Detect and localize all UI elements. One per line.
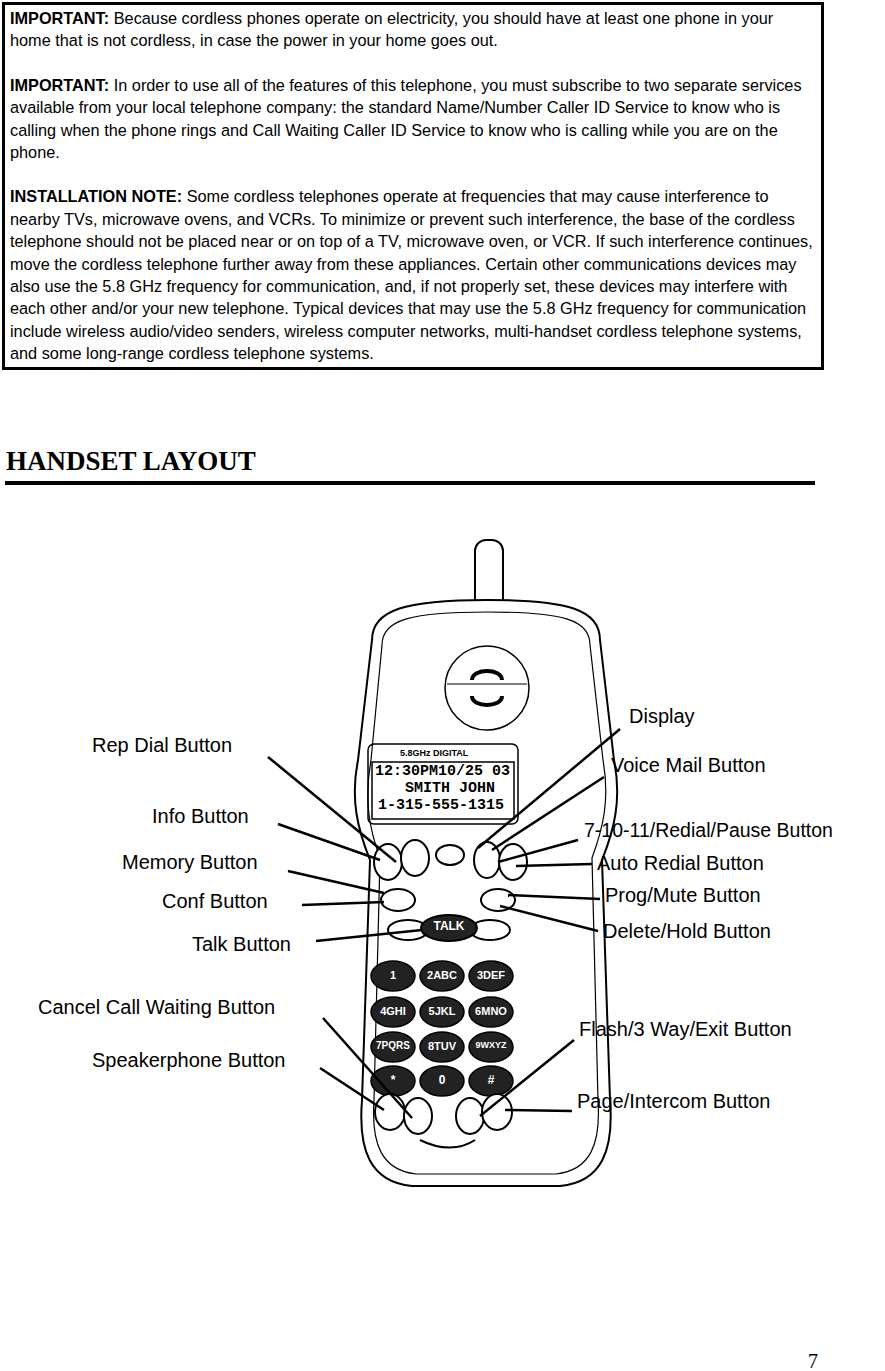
notice-paragraph: INSTALLATION NOTE: Some cordless telepho… <box>10 185 816 364</box>
key-legend: 2ABC <box>427 969 457 982</box>
key-legend: 3DEF <box>477 969 505 982</box>
notice-text: In order to use all of the features of t… <box>10 76 802 161</box>
callout-label: Delete/Hold Button <box>603 920 771 943</box>
display-line: SMITH JOHN <box>405 780 495 797</box>
callout-label: Flash/3 Way/Exit Button <box>579 1018 792 1041</box>
talk-key-legend: TALK <box>433 920 464 934</box>
keypad-keys <box>371 961 513 1096</box>
key-legend: 5JKL <box>429 1005 456 1018</box>
notice-heading: IMPORTANT: <box>10 9 109 27</box>
notice-heading: INSTALLATION NOTE: <box>10 187 182 205</box>
notice-paragraph: IMPORTANT: Because cordless phones opera… <box>10 7 816 52</box>
callout-label: Memory Button <box>122 851 258 874</box>
callout-label: Speakerphone Button <box>92 1049 286 1072</box>
key-legend: 8TUV <box>428 1040 456 1053</box>
callout-label: Page/Intercom Button <box>577 1090 770 1113</box>
section-heading: HANDSET LAYOUT <box>6 446 256 477</box>
notice-box: IMPORTANT: Because cordless phones opera… <box>2 2 824 370</box>
key-legend: 1 <box>390 969 396 982</box>
key-legend: * <box>391 1074 396 1088</box>
bottom-buttons <box>375 1094 512 1148</box>
notice-text: Because cordless phones operate on elect… <box>10 9 773 49</box>
heading-rule <box>5 481 815 485</box>
callout-label: Display <box>629 705 695 728</box>
handset-outline <box>355 540 617 1186</box>
display-brand: 5.8GHz DIGITAL <box>400 748 468 758</box>
callout-label: Talk Button <box>192 933 291 956</box>
page-number: 7 <box>808 1350 818 1371</box>
callout-label: Conf Button <box>162 890 268 913</box>
callout-label: Info Button <box>152 805 249 828</box>
leader-lines <box>268 729 620 1118</box>
notice-paragraph: IMPORTANT: In order to use all of the fe… <box>10 74 816 164</box>
callout-label: 7-10-11/Redial/Pause Button <box>584 819 833 841</box>
notice-text: Some cordless telephones operate at freq… <box>10 187 813 362</box>
key-legend: 7PQRS <box>376 1040 410 1052</box>
callout-label: Voice Mail Button <box>611 754 766 777</box>
callout-label: Prog/Mute Button <box>605 884 761 907</box>
display-line: 12:30PM10/25 03 <box>375 763 510 780</box>
notice-heading: IMPORTANT: <box>10 76 109 94</box>
function-buttons <box>374 840 527 941</box>
key-legend: 6MNO <box>475 1005 507 1018</box>
callout-label: Cancel Call Waiting Button <box>38 996 275 1019</box>
callout-label: Rep Dial Button <box>92 734 232 757</box>
key-legend: 4GHI <box>380 1005 406 1018</box>
key-legend: 9WXYZ <box>475 1040 506 1050</box>
key-legend: 0 <box>439 1074 446 1088</box>
key-legend: # <box>488 1074 495 1088</box>
display-line: 1-315-555-1315 <box>378 797 504 814</box>
callout-label: Auto Redial Button <box>597 852 764 875</box>
